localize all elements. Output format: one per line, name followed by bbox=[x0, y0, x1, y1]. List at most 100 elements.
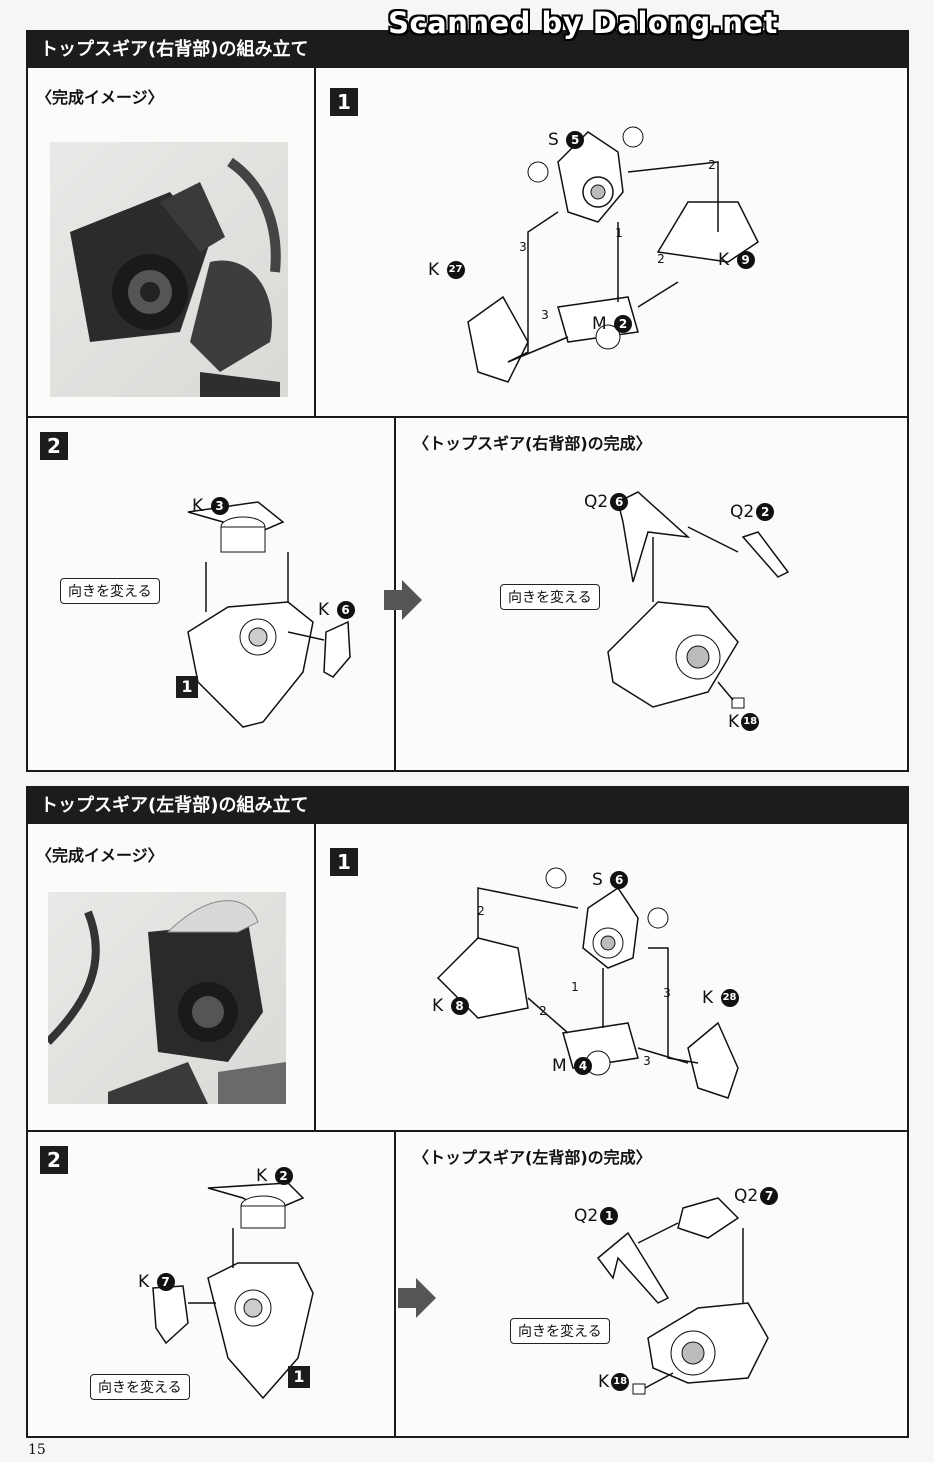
part-label: K 27 bbox=[428, 260, 465, 280]
part-label: K 6 bbox=[318, 600, 355, 620]
part-number: 8 bbox=[450, 997, 469, 1015]
divider bbox=[28, 416, 907, 418]
gear-photo-illustration bbox=[70, 157, 281, 397]
completed-photo bbox=[48, 892, 286, 1104]
order-mark: 3 bbox=[541, 308, 549, 322]
step1-diagram bbox=[467, 126, 759, 383]
part-label: K 28 bbox=[702, 988, 739, 1008]
part-letter: K bbox=[256, 1166, 268, 1186]
part-letter: M bbox=[552, 1056, 567, 1076]
part-letter: Q2 bbox=[730, 502, 755, 522]
part-letter: K bbox=[718, 250, 730, 270]
part-label: K 8 bbox=[432, 996, 469, 1016]
gear-photo-illustration bbox=[48, 900, 286, 1104]
order-mark: 3 bbox=[519, 240, 527, 254]
section-left-back: トップスギア(左背部)の組み立て 〈完成イメージ〉 1 S 6 K bbox=[26, 786, 909, 1438]
divider bbox=[314, 68, 316, 418]
part-label: K 7 bbox=[138, 1272, 175, 1292]
completed-photo bbox=[50, 142, 288, 397]
part-number: 9 bbox=[736, 251, 755, 269]
part-number: 2 bbox=[614, 315, 633, 333]
completion-title: 〈トップスギア(左背部)の完成〉 bbox=[413, 1148, 652, 1167]
part-number: 6 bbox=[610, 493, 629, 511]
part-number: 7 bbox=[760, 1187, 779, 1205]
order-mark: 2 bbox=[708, 158, 716, 172]
part-number: 2 bbox=[274, 1167, 293, 1185]
section-header: トップスギア(左背部)の組み立て bbox=[28, 788, 907, 824]
section-header: トップスギア(右背部)の組み立て bbox=[28, 32, 907, 68]
turn-direction-tag: 向きを変える bbox=[90, 1374, 190, 1400]
page-number: 15 bbox=[28, 1442, 46, 1458]
part-number: 5 bbox=[566, 131, 585, 149]
step-number-badge: 2 bbox=[40, 1146, 68, 1174]
part-letter: K bbox=[192, 496, 204, 516]
part-number: 2 bbox=[756, 503, 775, 521]
order-mark: 2 bbox=[657, 252, 665, 266]
order-mark: 2 bbox=[477, 904, 485, 918]
order-mark: 3 bbox=[643, 1054, 651, 1068]
part-letter: K bbox=[428, 260, 440, 280]
part-number: 1 bbox=[600, 1207, 619, 1225]
part-label: K 9 bbox=[718, 250, 755, 270]
part-letter: Q2 bbox=[574, 1206, 599, 1226]
order-mark: 2 bbox=[539, 1004, 547, 1018]
part-letter: K bbox=[702, 988, 714, 1008]
reference-badge: 1 bbox=[176, 676, 198, 698]
reference-badge: 1 bbox=[288, 1366, 310, 1388]
completion-title: 〈トップスギア(右背部)の完成〉 bbox=[413, 434, 652, 453]
part-label: M 2 bbox=[592, 314, 633, 334]
part-label: S 6 bbox=[592, 870, 629, 890]
step-number-badge: 1 bbox=[330, 848, 358, 876]
part-label: M 4 bbox=[552, 1056, 593, 1076]
arrow-right-icon bbox=[398, 1278, 436, 1318]
part-letter: S bbox=[548, 130, 559, 150]
turn-direction-tag: 向きを変える bbox=[500, 584, 600, 610]
watermark-text: Scanned by Dalong.net bbox=[388, 6, 778, 40]
part-number: 6 bbox=[336, 601, 355, 619]
part-letter: K bbox=[432, 996, 444, 1016]
arrow-right-icon bbox=[384, 580, 422, 620]
turn-direction-tag: 向きを変える bbox=[60, 578, 160, 604]
completion-diagram bbox=[607, 491, 790, 709]
divider bbox=[314, 824, 316, 1132]
image-title: 〈完成イメージ〉 bbox=[36, 88, 164, 107]
part-letter: Q2 bbox=[584, 492, 609, 512]
turn-direction-tag: 向きを変える bbox=[510, 1318, 610, 1344]
part-number: 28 bbox=[720, 989, 739, 1007]
part-label: K 2 bbox=[256, 1166, 293, 1186]
section-right-back: トップスギア(右背部)の組み立て 〈完成イメージ〉 1 bbox=[26, 30, 909, 772]
step2-diagram bbox=[152, 1182, 314, 1400]
part-letter: S bbox=[592, 870, 603, 890]
part-letter: K bbox=[138, 1272, 150, 1292]
divider bbox=[28, 1130, 907, 1132]
part-number: 18 bbox=[741, 713, 760, 731]
part-letter: Q2 bbox=[734, 1186, 759, 1206]
part-letter: K bbox=[728, 712, 740, 732]
part-label: S 5 bbox=[548, 130, 585, 150]
step-number-badge: 2 bbox=[40, 432, 68, 460]
part-number: 4 bbox=[574, 1057, 593, 1075]
order-mark: 3 bbox=[663, 986, 671, 1000]
order-mark: 1 bbox=[571, 980, 579, 994]
part-label: K 3 bbox=[192, 496, 229, 516]
divider bbox=[394, 1132, 396, 1438]
completion-diagram bbox=[596, 1197, 769, 1395]
part-number: 7 bbox=[156, 1273, 175, 1291]
part-letter: K bbox=[318, 600, 330, 620]
part-number: 27 bbox=[446, 261, 465, 279]
step-number-badge: 1 bbox=[330, 88, 358, 116]
part-number: 18 bbox=[611, 1373, 630, 1391]
part-letter: M bbox=[592, 314, 607, 334]
step2-diagram bbox=[187, 501, 351, 728]
part-number: 3 bbox=[210, 497, 229, 515]
part-number: 6 bbox=[610, 871, 629, 889]
image-title: 〈完成イメージ〉 bbox=[36, 846, 164, 865]
part-letter: K bbox=[598, 1372, 610, 1392]
order-mark: 1 bbox=[615, 226, 623, 240]
